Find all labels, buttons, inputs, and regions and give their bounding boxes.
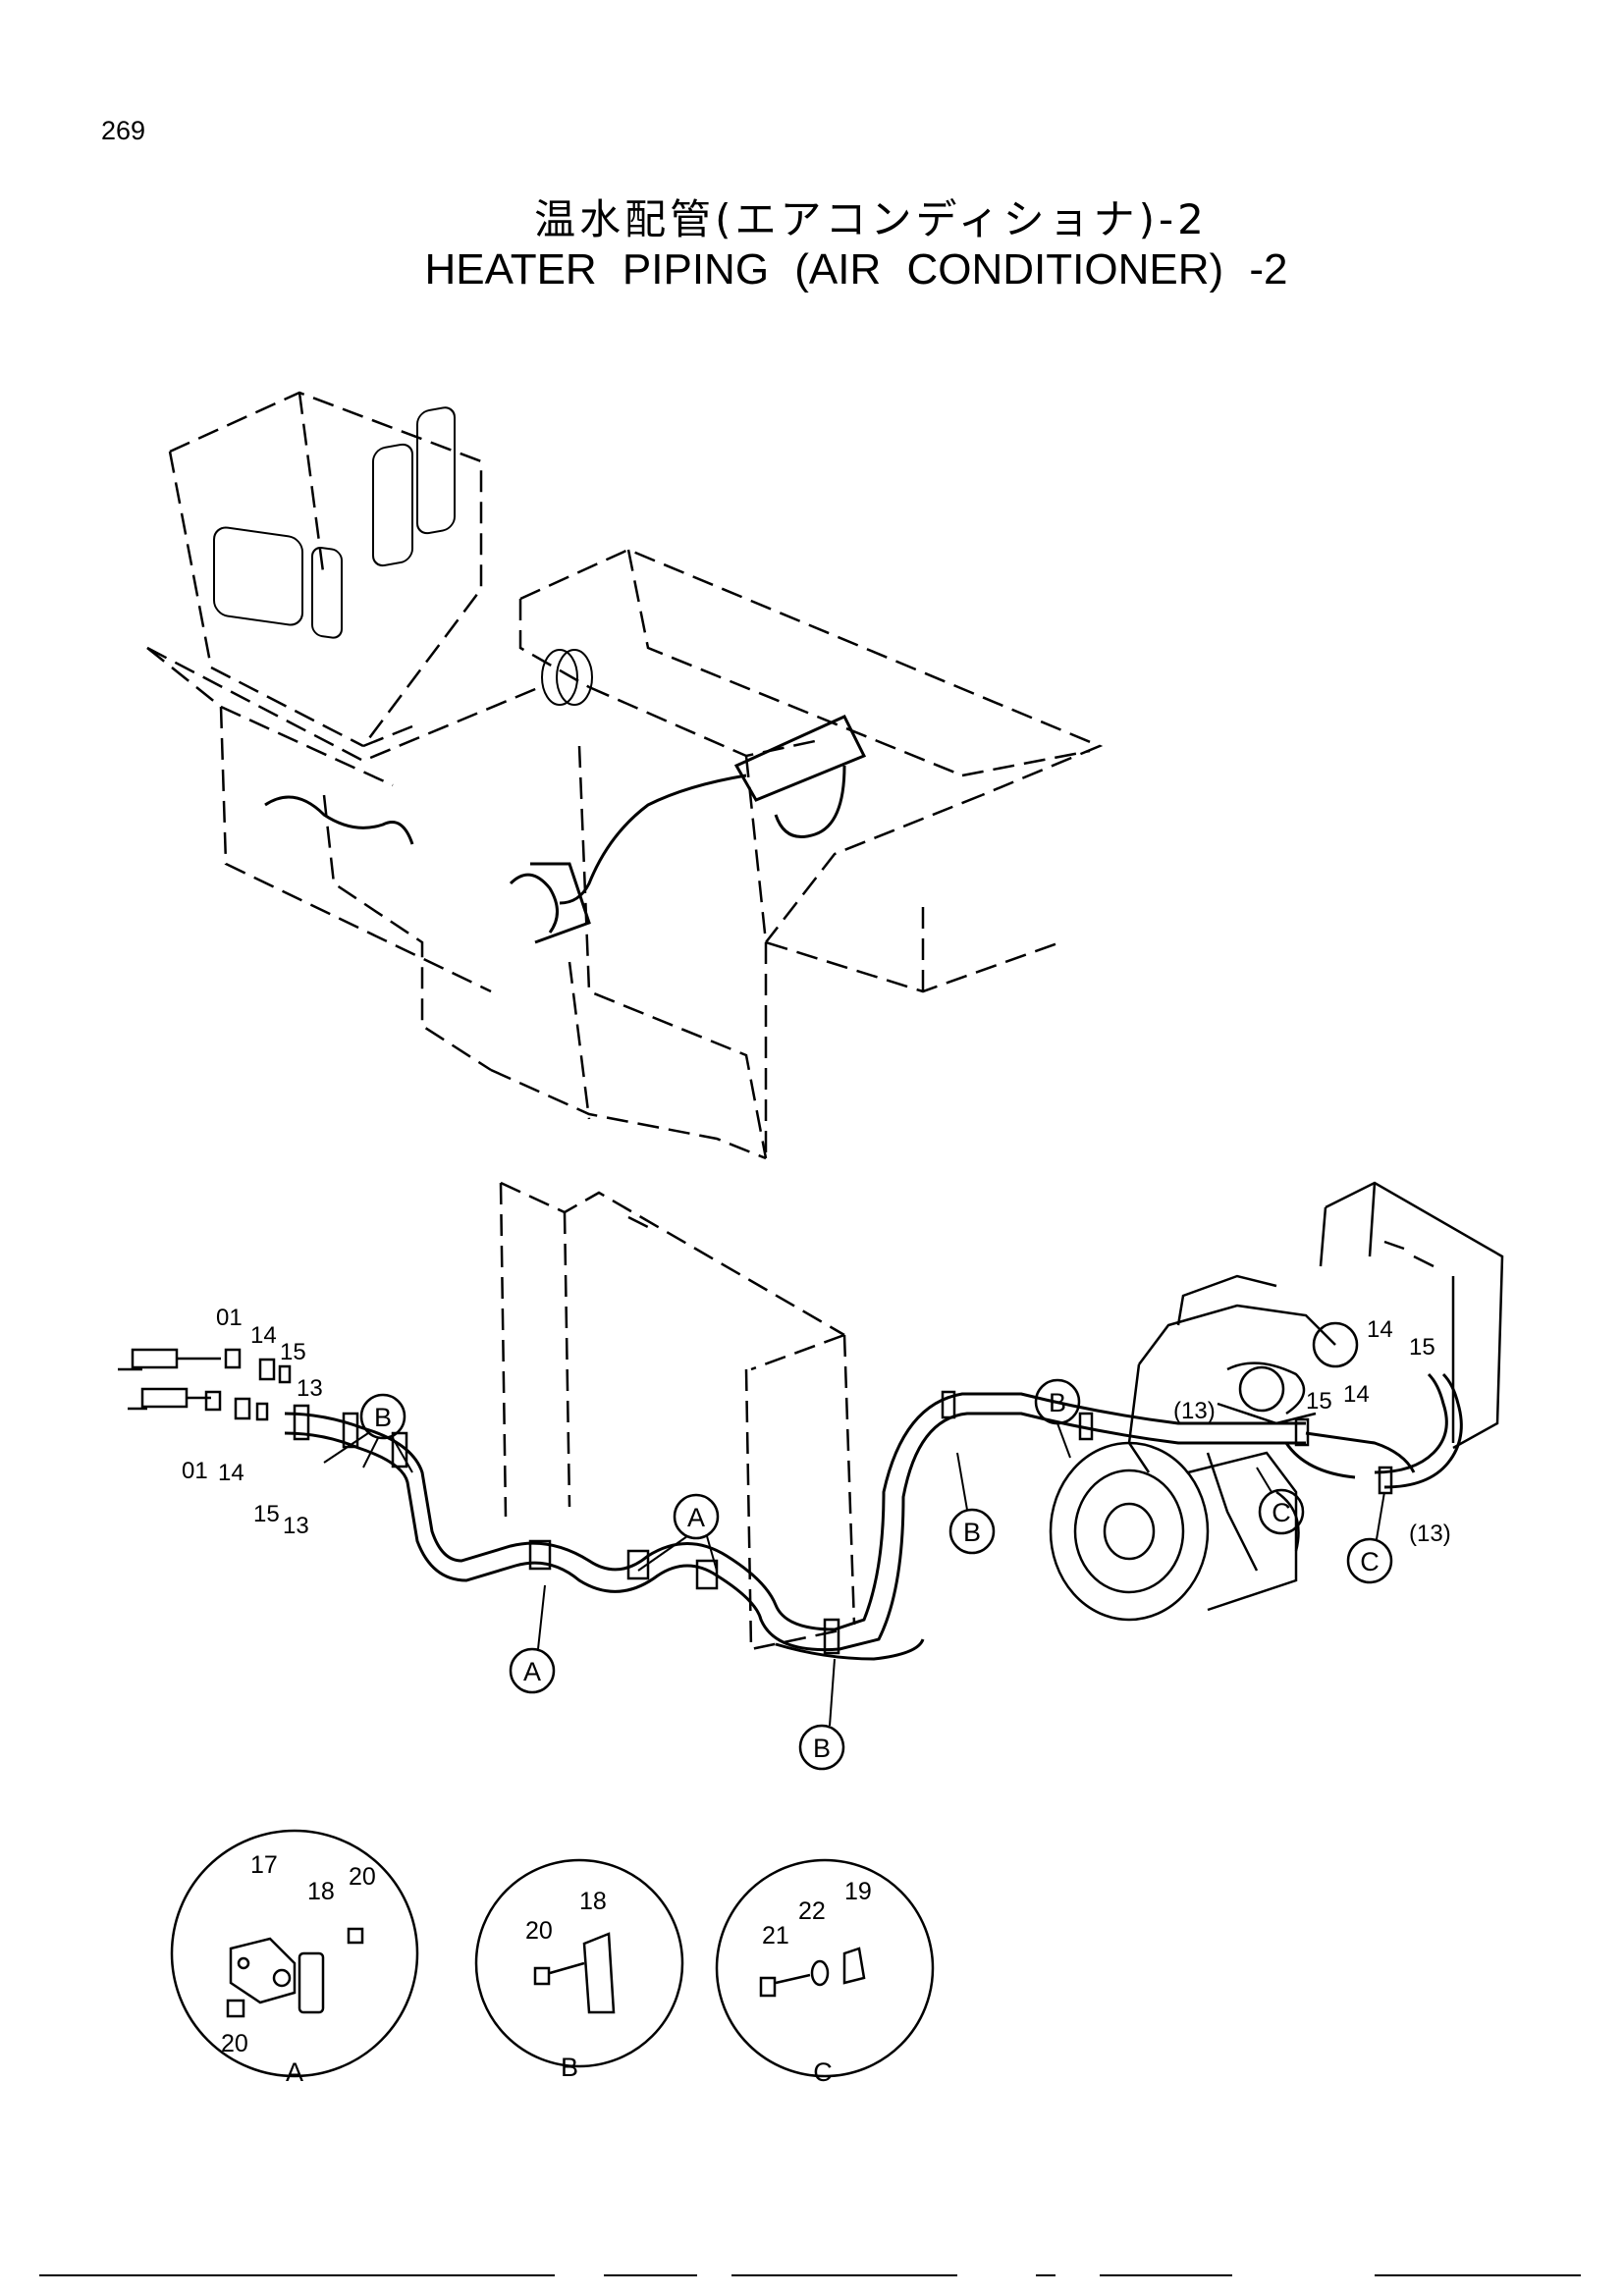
title-japanese: 温水配管(エアコンディショナ)-2 — [534, 195, 1208, 243]
side-panel — [499, 1181, 856, 1651]
callout-a-2: A — [523, 1657, 541, 1686]
part-01-bottom: 01 — [182, 1458, 208, 1484]
cab-windows — [213, 406, 593, 706]
part-15-engine: 15 — [1306, 1388, 1332, 1415]
detail-labels: 17 18 20 20 A 18 20 B 19 22 21 C — [221, 1851, 872, 2087]
callout-leaders — [323, 1422, 1385, 1727]
part-18-detail-b: 18 — [579, 1888, 607, 1915]
part-13-bottom: 13 — [283, 1513, 309, 1539]
callout-b-2: B — [1049, 1388, 1066, 1417]
detail-a-label: A — [286, 2057, 303, 2087]
part-20-detail-a-bottom: 20 — [221, 2030, 248, 2057]
upper-heater-hoses — [264, 715, 867, 944]
part-13-paren-right: (13) — [1409, 1521, 1451, 1547]
part-15-top: 15 — [280, 1339, 306, 1365]
part-15-bottom: 15 — [253, 1501, 280, 1527]
part-22-detail-c: 22 — [798, 1897, 826, 1925]
part-17-detail-a: 17 — [250, 1851, 278, 1879]
callout-c-1: C — [1272, 1498, 1291, 1527]
part-labels-left: 01 14 15 13 01 14 15 13 — [182, 1305, 323, 1539]
detail-b-label: B — [561, 2053, 578, 2082]
machine-upper-structure — [146, 391, 1104, 1160]
title-english: HEATER PIPING (AIR CONDITIONER) -2 — [424, 245, 1288, 294]
detail-circle-b — [474, 1858, 684, 2068]
part-13-paren-left: (13) — [1173, 1398, 1216, 1424]
part-14-engine-top: 14 — [1367, 1316, 1393, 1343]
detail-circle-a — [170, 1829, 419, 2078]
part-01-top: 01 — [216, 1305, 243, 1331]
part-14-bottom: 14 — [218, 1460, 244, 1486]
callout-a-1: A — [687, 1503, 705, 1532]
part-20-detail-b: 20 — [525, 1917, 553, 1945]
part-21-detail-c: 21 — [762, 1922, 789, 1949]
part-19-detail-c: 19 — [844, 1878, 872, 1905]
part-20-detail-a-top: 20 — [349, 1863, 376, 1891]
part-labels-right: 14 15 15 14 (13) (13) — [1173, 1316, 1451, 1547]
callout-b-1: B — [374, 1403, 392, 1432]
part-15-engine-top: 15 — [1409, 1334, 1435, 1361]
detail-c-label: C — [813, 2057, 833, 2087]
page-number: 269 — [101, 116, 146, 145]
hose-clamps — [293, 1390, 1393, 1655]
engine-assembly — [1049, 1181, 1504, 1622]
callout-b-3: B — [963, 1518, 981, 1547]
callout-letters: B A A B B B C C — [374, 1388, 1380, 1763]
part-14-top: 14 — [250, 1322, 277, 1349]
callout-b-4: B — [813, 1734, 831, 1763]
left-fittings — [118, 1348, 292, 1421]
callout-c-2: C — [1360, 1547, 1380, 1576]
part-14-engine: 14 — [1343, 1381, 1370, 1408]
part-18-detail-a: 18 — [307, 1878, 335, 1905]
detail-circle-c — [715, 1858, 935, 2078]
part-13-top: 13 — [297, 1375, 323, 1402]
